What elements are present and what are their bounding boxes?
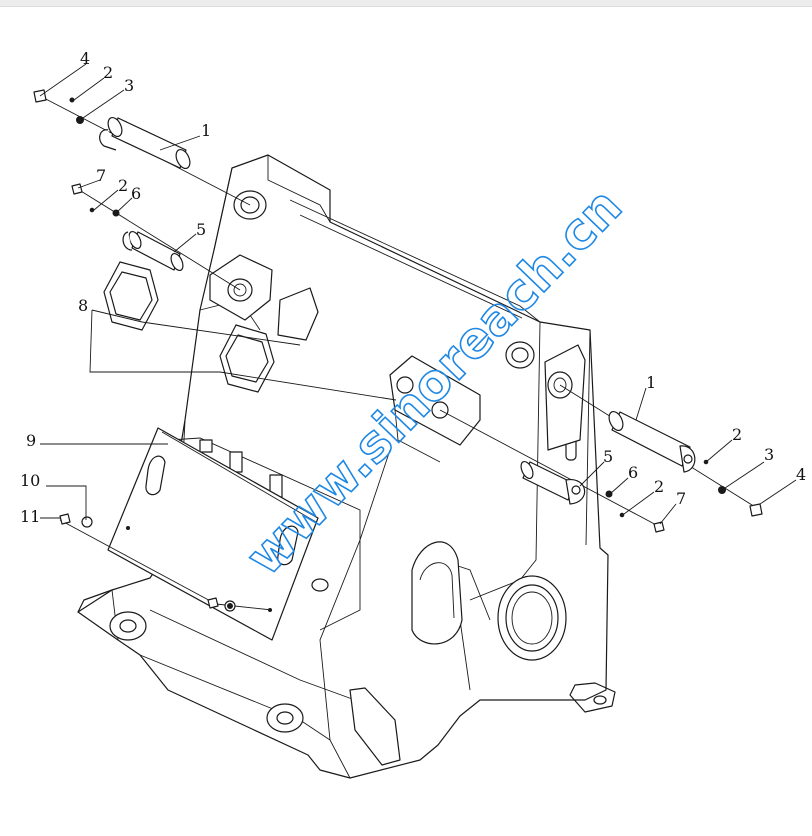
callout-8-gaskets: 8 xyxy=(78,296,88,315)
pin-upper-left xyxy=(33,89,251,206)
callout-3-right: 3 xyxy=(764,445,774,464)
callout-2-left: 2 xyxy=(118,176,128,195)
callout-7-left: 7 xyxy=(96,166,106,185)
callout-3-upper-left: 3 xyxy=(124,76,134,95)
callout-2-right-upper: 2 xyxy=(732,425,742,444)
gasket-upper xyxy=(103,261,159,331)
callout-4-right: 4 xyxy=(796,465,806,484)
left-bracket xyxy=(209,254,319,341)
main-frame xyxy=(77,154,616,779)
callout-1-upper-left: 1 xyxy=(201,121,211,140)
callout-6-right: 6 xyxy=(628,463,638,482)
callout-2-upper-left: 2 xyxy=(103,63,113,82)
center-bracket xyxy=(389,355,481,463)
callout-5-left: 5 xyxy=(196,220,206,239)
window-top-strip xyxy=(0,0,812,7)
cover-screws xyxy=(59,513,273,612)
callout-1-right: 1 xyxy=(646,373,656,392)
bearing-bore xyxy=(497,575,567,661)
callout-4-upper-left: 4 xyxy=(80,49,90,68)
callout-labels: 4 2 3 1 7 2 6 5 8 9 10 11 1 2 3 4 5 6 2 … xyxy=(20,49,806,526)
cover-plate xyxy=(107,427,361,641)
callout-10-washer: 10 xyxy=(20,471,40,490)
callout-9-cover: 9 xyxy=(26,431,36,450)
pin-mid-left xyxy=(71,183,241,291)
callout-5-right: 5 xyxy=(603,447,613,466)
callout-leaders xyxy=(39,63,797,525)
foot-lugs xyxy=(109,611,304,733)
gasket-lower xyxy=(219,324,275,393)
callout-6-left: 6 xyxy=(131,184,141,203)
frame-cutouts xyxy=(349,429,577,766)
callout-7-right: 7 xyxy=(676,489,686,508)
callout-11-screw: 11 xyxy=(20,507,40,526)
right-upper-boss xyxy=(505,341,586,451)
pin-right-upper xyxy=(559,384,763,517)
callout-2-right-lower: 2 xyxy=(654,477,664,496)
